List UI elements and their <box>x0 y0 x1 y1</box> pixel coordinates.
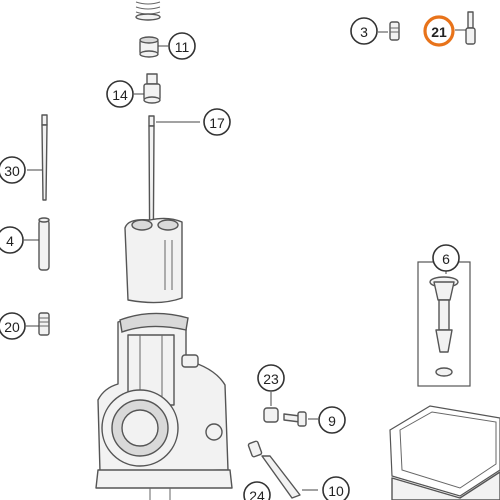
callout-11: 11 <box>168 32 196 60</box>
fitting-part <box>143 73 161 104</box>
callout-label: 9 <box>328 413 336 429</box>
callout-label: 3 <box>360 24 368 40</box>
callout-20: 20 <box>0 312 26 340</box>
callout-label: 20 <box>4 319 20 335</box>
callout-label: 11 <box>175 39 190 55</box>
callout-24: 24 <box>243 481 271 500</box>
callout-9: 9 <box>318 406 346 434</box>
callout-label: 30 <box>4 163 20 179</box>
callout-label: 23 <box>263 371 279 387</box>
callout-23: 23 <box>257 364 285 392</box>
callout-3: 3 <box>350 17 378 45</box>
callout-layer: 3 21 11 14 17 30 4 6 20 23 9 24 10 <box>0 15 460 500</box>
jet-part <box>38 312 50 336</box>
callout-label: 4 <box>6 233 14 249</box>
callout-21: 21 <box>423 15 455 47</box>
long-screw-part <box>247 440 318 499</box>
callout-10: 10 <box>322 476 350 500</box>
callout-6: 6 <box>432 244 460 272</box>
pin-part <box>465 11 476 45</box>
tube-part <box>38 217 50 271</box>
callout-circle <box>322 476 350 500</box>
callout-30: 30 <box>0 156 26 184</box>
callout-label: 17 <box>209 115 225 131</box>
callout-label: 14 <box>112 87 128 103</box>
callout-circle <box>168 32 196 60</box>
jet-needle-part <box>41 114 48 201</box>
callout-14: 14 <box>106 80 134 108</box>
callout-17: 17 <box>203 108 231 136</box>
callout-4: 4 <box>0 226 24 254</box>
callout-circle <box>203 108 231 136</box>
callout-circle <box>106 80 134 108</box>
callout-circle <box>318 406 346 434</box>
callout-circle <box>0 226 24 254</box>
small-screw-part <box>389 21 400 41</box>
callout-circle <box>0 312 26 340</box>
callout-label: 6 <box>442 251 450 267</box>
idle-screw-part <box>263 407 318 427</box>
spring-part <box>135 1 161 21</box>
callout-circle <box>432 244 460 272</box>
carburetor-body <box>95 312 233 500</box>
callout-circle <box>350 17 378 45</box>
callout-circle <box>257 364 285 392</box>
slide-valve-part <box>124 217 183 304</box>
cap-part <box>139 36 159 58</box>
callout-circle <box>423 15 455 47</box>
callout-circle <box>243 481 271 500</box>
callout-circle <box>0 156 26 184</box>
callout-label: 21 <box>431 24 447 40</box>
gasket-plates <box>389 405 500 500</box>
float-valve-assembly <box>417 261 471 387</box>
callout-label: 24 <box>249 488 265 500</box>
callout-label: 10 <box>328 483 344 499</box>
